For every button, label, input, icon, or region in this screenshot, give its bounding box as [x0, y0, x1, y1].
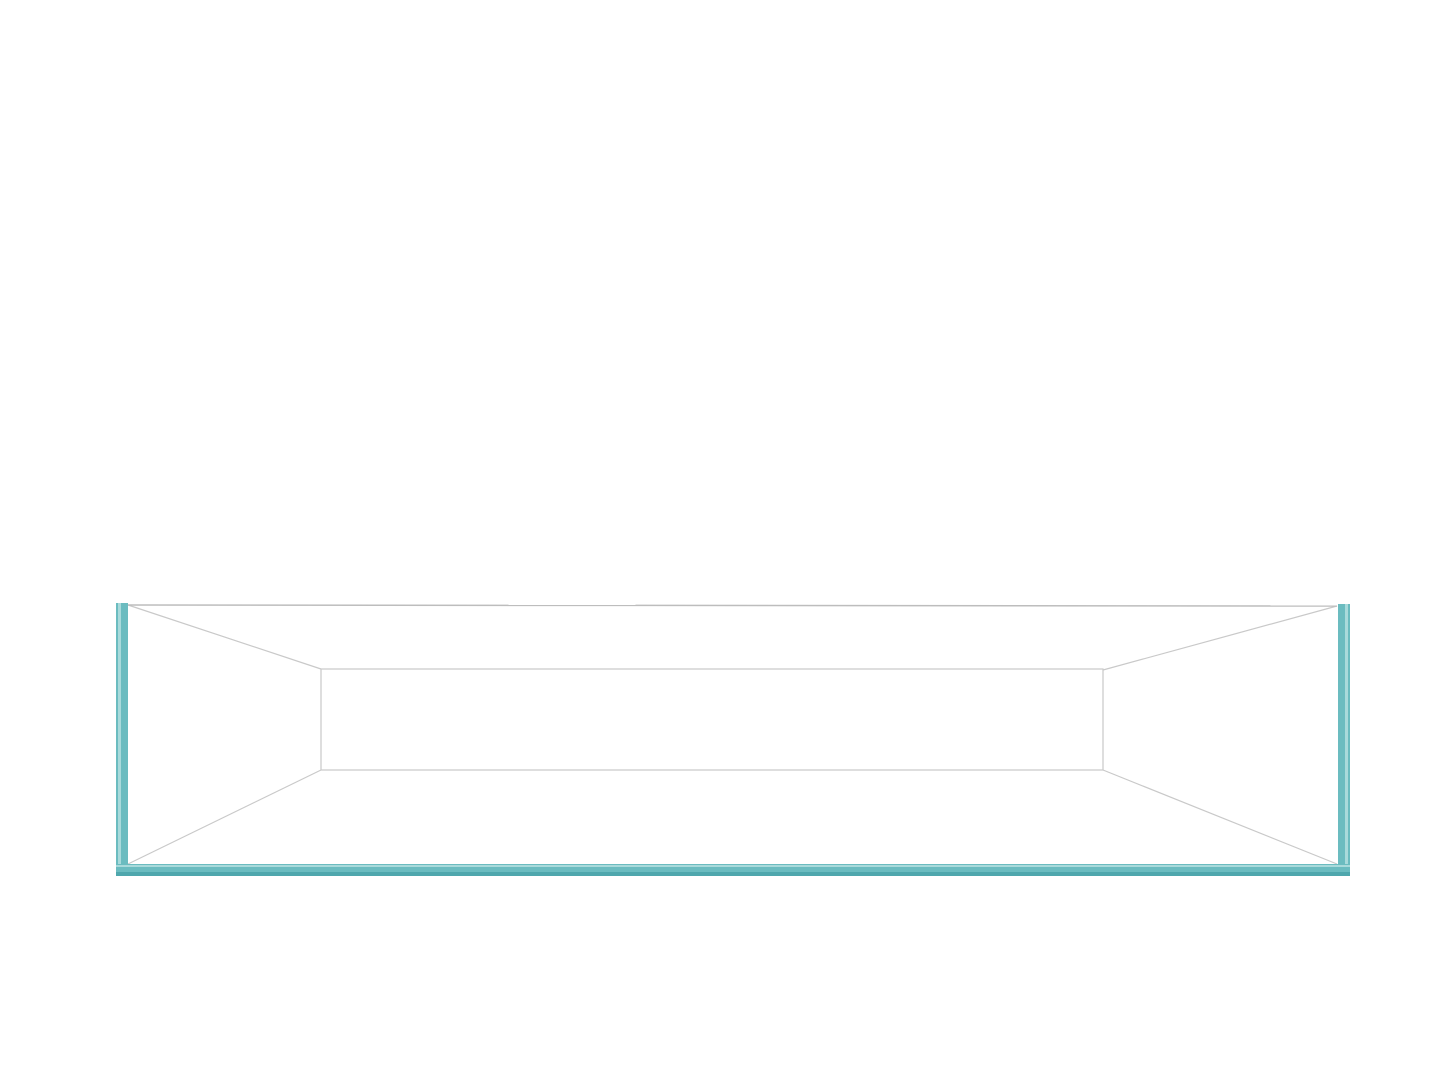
inner-edge-top-left	[127, 604, 322, 670]
bottom-glass-shadow	[116, 872, 1350, 876]
inner-edge-bottom-right	[1102, 769, 1338, 865]
bottom-glass-highlight	[116, 865, 1350, 867]
inner-edge-bottom-left	[127, 769, 322, 865]
right-glass-highlight	[1345, 604, 1348, 876]
top-rim-edge	[127, 604, 1338, 607]
inner-edge-top-right	[1102, 605, 1338, 671]
glass-frame-edges	[116, 603, 1350, 876]
left-glass-edge	[116, 603, 128, 876]
left-glass-highlight	[118, 603, 121, 876]
tank-inner-perspective-lines	[127, 604, 1338, 865]
right-glass-edge	[1338, 604, 1350, 876]
back-glass-panel	[320, 668, 1104, 771]
